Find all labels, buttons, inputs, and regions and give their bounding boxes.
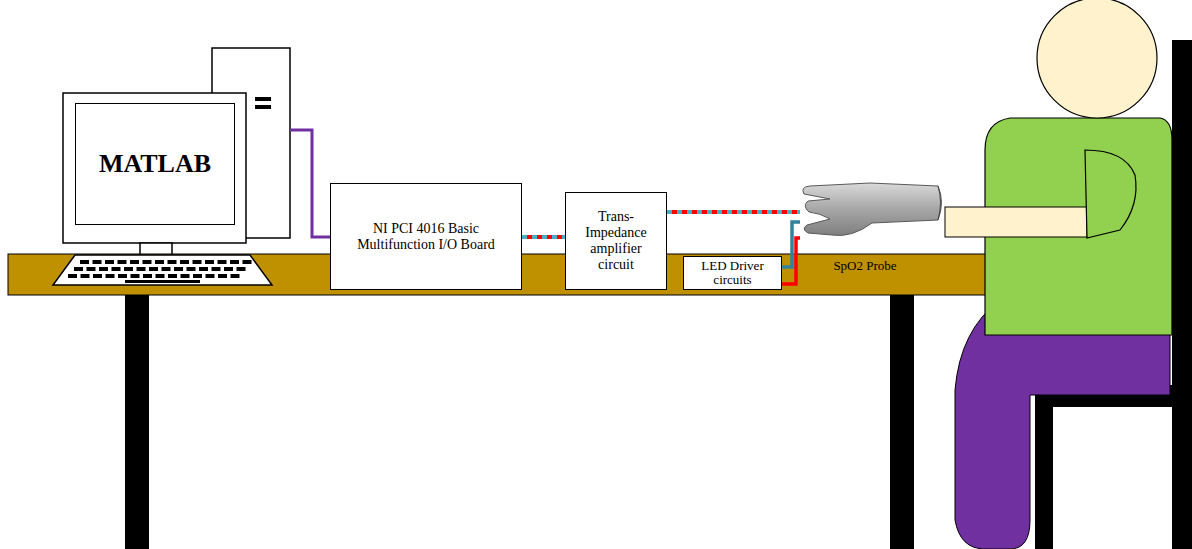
key — [137, 267, 146, 271]
person-legs — [955, 300, 1170, 549]
node-label: Trans-Impedance amplifier circuit — [571, 209, 661, 273]
space-bar — [125, 280, 200, 283]
wire-stroke — [522, 235, 565, 239]
key — [168, 260, 177, 264]
led-driver-box: LED Driver circuits — [683, 256, 782, 290]
wire-stroke — [782, 222, 800, 267]
signal-cable — [522, 237, 565, 238]
key — [243, 260, 252, 264]
amplifier-box: Trans-Impedance amplifier circuit — [565, 192, 667, 290]
key — [74, 267, 83, 271]
drive-slot — [255, 97, 271, 101]
led-wire — [782, 238, 800, 284]
node-label: MATLAB — [99, 149, 211, 179]
signal-cable — [667, 212, 800, 213]
key — [205, 260, 214, 264]
node-label: NI PCI 4016 Basic Multifunction I/O Boar… — [336, 221, 516, 253]
key — [143, 260, 152, 264]
key — [174, 267, 183, 271]
probe-illustration — [800, 182, 945, 250]
chair-leg — [1035, 385, 1053, 549]
person-head — [1037, 0, 1157, 118]
key — [118, 274, 127, 278]
key — [162, 267, 171, 271]
spo2-probe: SpO2 Probe — [800, 182, 945, 250]
key — [68, 274, 77, 278]
io-board-box: NI PCI 4016 Basic Multifunction I/O Boar… — [330, 183, 522, 290]
key — [218, 274, 227, 278]
key — [193, 274, 202, 278]
key — [180, 260, 189, 264]
key — [230, 260, 239, 264]
key — [231, 274, 240, 278]
key — [106, 274, 115, 278]
keyboard-keys — [68, 260, 252, 283]
person-arm — [945, 207, 1087, 237]
key — [118, 260, 127, 264]
table-leg — [890, 295, 914, 549]
key — [181, 274, 190, 278]
person-sleeve — [1085, 150, 1136, 238]
key — [155, 260, 164, 264]
table-leg — [125, 295, 149, 549]
key — [112, 267, 121, 271]
key — [93, 274, 102, 278]
key — [199, 267, 208, 271]
key — [237, 267, 246, 271]
key — [224, 267, 233, 271]
chair-back — [1172, 40, 1192, 549]
node-label: LED Driver circuits — [687, 259, 778, 286]
wire-stroke — [522, 235, 565, 239]
monitor-stand — [140, 243, 172, 255]
probe-label: SpO2 Probe — [830, 258, 900, 274]
key — [218, 260, 227, 264]
key — [168, 274, 177, 278]
key — [124, 267, 133, 271]
key — [130, 260, 139, 264]
key — [187, 267, 196, 271]
drive-slot — [255, 105, 271, 109]
key — [149, 267, 158, 271]
key — [156, 274, 165, 278]
key — [212, 267, 221, 271]
keyboard — [53, 255, 272, 285]
key — [81, 274, 90, 278]
monitor-screen: MATLAB — [75, 103, 235, 225]
key — [131, 274, 140, 278]
wire-stroke — [782, 238, 800, 284]
key — [99, 267, 108, 271]
wire-stroke — [667, 210, 800, 214]
led-wire — [782, 222, 800, 267]
key — [143, 274, 152, 278]
computer-cable — [290, 130, 330, 237]
key — [193, 260, 202, 264]
key — [87, 267, 96, 271]
key — [80, 260, 89, 264]
key — [93, 260, 102, 264]
wire-stroke — [667, 210, 800, 214]
key — [206, 274, 215, 278]
key — [105, 260, 114, 264]
monitor-frame — [63, 93, 246, 243]
